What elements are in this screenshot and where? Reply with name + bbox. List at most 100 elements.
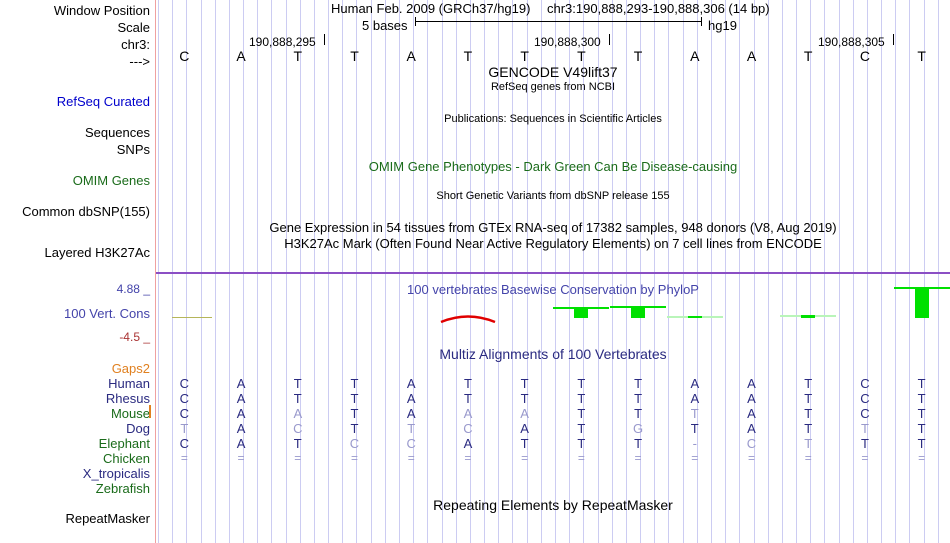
label-species-zebrafish[interactable]: Zebrafish [95, 481, 150, 496]
gencode-title: GENCODE V49lift37 [488, 64, 618, 80]
label-species-x-tropicalis[interactable]: X_tropicalis [82, 466, 150, 481]
label-species-rhesus[interactable]: Rhesus [105, 391, 150, 406]
gridline [399, 0, 400, 543]
label-layered-h3k27ac[interactable]: Layered H3K27Ac [44, 245, 150, 260]
alignment-base-cell: T [860, 436, 869, 451]
gridline [683, 0, 684, 543]
gridline [909, 0, 910, 543]
alignment-base-cell: T [917, 391, 926, 406]
gridline [796, 0, 797, 543]
alignment-base-cell: T [520, 436, 529, 451]
alignment-base-cell: T [917, 406, 926, 421]
label-species-dog[interactable]: Dog [126, 421, 150, 436]
alignment-base-cell: T [690, 406, 699, 421]
alignment-base-cell: T [350, 406, 359, 421]
label-refseq-curated[interactable]: RefSeq Curated [56, 94, 150, 109]
reference-base: T [917, 48, 926, 64]
gridline [839, 0, 840, 543]
alignment-base-cell: C [179, 391, 190, 406]
alignment-base-cell: T [180, 421, 189, 436]
gridline [853, 0, 854, 543]
label-sequences[interactable]: Sequences [84, 125, 150, 140]
alignment-base-cell: T [634, 436, 643, 451]
gridline [626, 0, 627, 543]
gridline [739, 0, 740, 543]
alignment-base-cell: G [633, 421, 644, 436]
alignment-base-cell: T [577, 391, 586, 406]
label-chrom: chr3: [121, 37, 150, 52]
label-100-vert-cons[interactable]: 100 Vert. Cons [64, 306, 150, 321]
alignment-base-cell: T [860, 421, 869, 436]
alignment-base-cell: C [179, 436, 190, 451]
phylop-title: 100 vertebrates Basewise Conservation by… [407, 282, 699, 297]
label-species-elephant[interactable]: Elephant [98, 436, 150, 451]
gridline [824, 0, 825, 543]
gridline [782, 0, 783, 543]
track-drawing-area[interactable]: Human Feb. 2009 (GRCh37/hg19) chr3:190,8… [156, 0, 950, 543]
gridline [768, 0, 769, 543]
gridline [569, 0, 570, 543]
label-common-dbsnp[interactable]: Common dbSNP(155) [22, 204, 150, 219]
base-gridlines [156, 0, 950, 543]
label-snps[interactable]: SNPs [116, 142, 150, 157]
scale-value: 5 bases [362, 18, 408, 33]
alignment-base-cell: A [463, 406, 473, 421]
label-species-mouse[interactable]: Mouse [110, 406, 150, 421]
label-omim-genes[interactable]: OMIM Genes [72, 173, 150, 188]
label-window-position: Window Position [53, 3, 150, 18]
scalebar-right-cap [701, 17, 702, 26]
label-scale: Scale [117, 20, 150, 35]
position-tick-1 [324, 34, 325, 45]
position-tick-2 [609, 34, 610, 45]
conservation-bar [914, 287, 929, 318]
gridline [201, 0, 202, 543]
alignment-gap-cell: = [237, 451, 245, 465]
reference-base: T [463, 48, 473, 64]
reference-base: T [803, 48, 813, 64]
gridline [924, 0, 925, 543]
alignment-base-cell: A [747, 406, 756, 421]
label-species-human[interactable]: Human [108, 376, 150, 391]
gridline [229, 0, 230, 543]
conservation-negative-arc [440, 315, 496, 324]
alignment-base-cell: A [293, 406, 303, 421]
alignment-base-cell: A [520, 421, 529, 436]
position-tick-3 [893, 34, 894, 45]
label-conservation-max: 4.88 _ [116, 282, 150, 296]
gridline [371, 0, 372, 543]
label-gaps2[interactable]: Gaps2 [111, 361, 150, 376]
alignment-gap-cell: = [407, 451, 415, 465]
gridline [583, 0, 584, 543]
alignment-base-cell: A [406, 376, 416, 391]
gridline [810, 0, 811, 543]
position-tick-label-3: 190,888,305 [818, 35, 885, 49]
alignment-gap-cell: = [521, 451, 529, 465]
gridline [186, 0, 187, 543]
alignment-base-cell: A [406, 406, 416, 421]
gridline [612, 0, 613, 543]
gridline [385, 0, 386, 543]
assembly-title: Human Feb. 2009 (GRCh37/hg19) [331, 1, 531, 16]
alignment-base-cell: C [293, 421, 303, 436]
gridline [895, 0, 896, 543]
gridline [668, 0, 669, 543]
reference-base: T [633, 48, 643, 64]
alignment-base-cell: A [747, 391, 756, 406]
conservation-bar [574, 307, 589, 318]
alignment-base-cell: A [690, 391, 700, 406]
label-species-chicken[interactable]: Chicken [103, 451, 150, 466]
gridline [328, 0, 329, 543]
h3k27ac-title: H3K27Ac Mark (Often Found Near Active Re… [284, 236, 822, 251]
gridline [158, 0, 159, 543]
alignment-base-cell: T [804, 421, 813, 436]
alignment-base-cell: C [349, 436, 360, 451]
alignment-base-cell: T [577, 376, 586, 391]
db-label: hg19 [708, 18, 737, 33]
label-repeatmasker[interactable]: RepeatMasker [65, 511, 150, 526]
alignment-base-cell: A [236, 376, 246, 391]
alignment-base-cell: C [746, 436, 757, 451]
conservation-bar [631, 306, 646, 318]
gridline [172, 0, 173, 543]
gridline [286, 0, 287, 543]
